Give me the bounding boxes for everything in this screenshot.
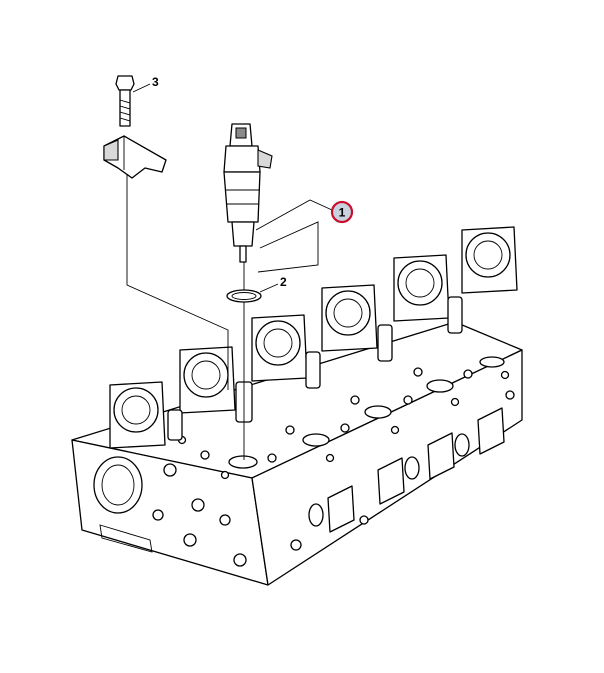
- clamp-bolt: [115, 75, 135, 127]
- callout-2-label: 2: [280, 275, 287, 289]
- cylinder-head: [71, 226, 523, 586]
- fuel-injector: [223, 123, 273, 263]
- callout-1: 1: [330, 200, 354, 224]
- callout-3: 3: [132, 75, 159, 93]
- callout-3-label: 3: [152, 75, 159, 89]
- callout-2: 2: [259, 275, 287, 293]
- camshaft-bearing-towers: [109, 226, 518, 449]
- callout-1-label: 1: [339, 206, 346, 220]
- injector-clamp: [103, 135, 167, 179]
- seal-ring: [226, 289, 262, 303]
- exhaust-ports: [290, 390, 515, 551]
